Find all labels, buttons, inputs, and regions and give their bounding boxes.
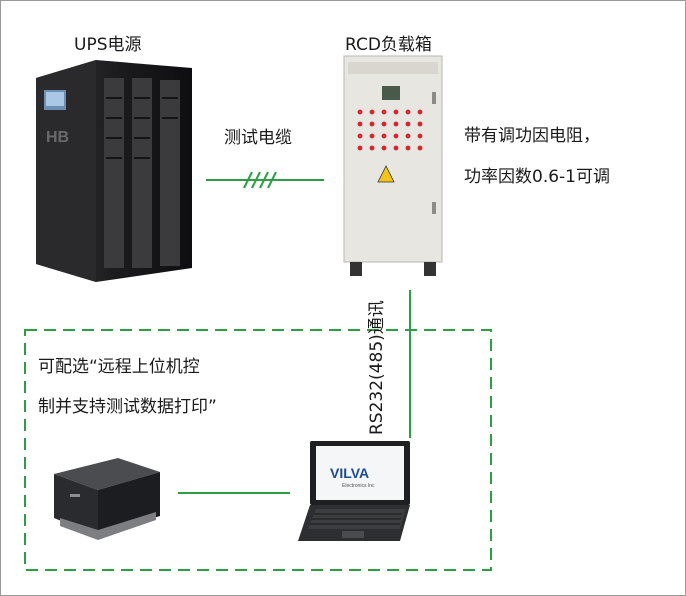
svg-text:VILVA: VILVA (330, 465, 369, 481)
ups-cabinet-image: HB (36, 60, 192, 282)
test-cable-label: 测试电缆 (224, 128, 292, 148)
optional-dashed-box (24, 329, 492, 571)
ups-label: UPS电源 (74, 35, 142, 55)
rcd-load-box-image (343, 55, 443, 276)
laptop-image: VILVA Electronics Inc (298, 441, 410, 541)
comm-label: RS232(485)通讯 (367, 300, 387, 435)
cable-hatch-marks (243, 171, 277, 189)
rcd-label: RCD负载箱 (345, 35, 432, 55)
option-text-line2: 制并支持测试数据打印” (38, 397, 217, 417)
svg-text:HB: HB (46, 129, 69, 146)
feature-text-line2: 功率因数0.6-1可调 (464, 167, 610, 187)
svg-text:Electronics Inc: Electronics Inc (342, 483, 375, 489)
option-text-line1: 可配选“远程上位机控 (38, 357, 200, 377)
feature-text-line1: 带有调功因电阻， (464, 126, 600, 146)
printer-image (54, 458, 160, 540)
